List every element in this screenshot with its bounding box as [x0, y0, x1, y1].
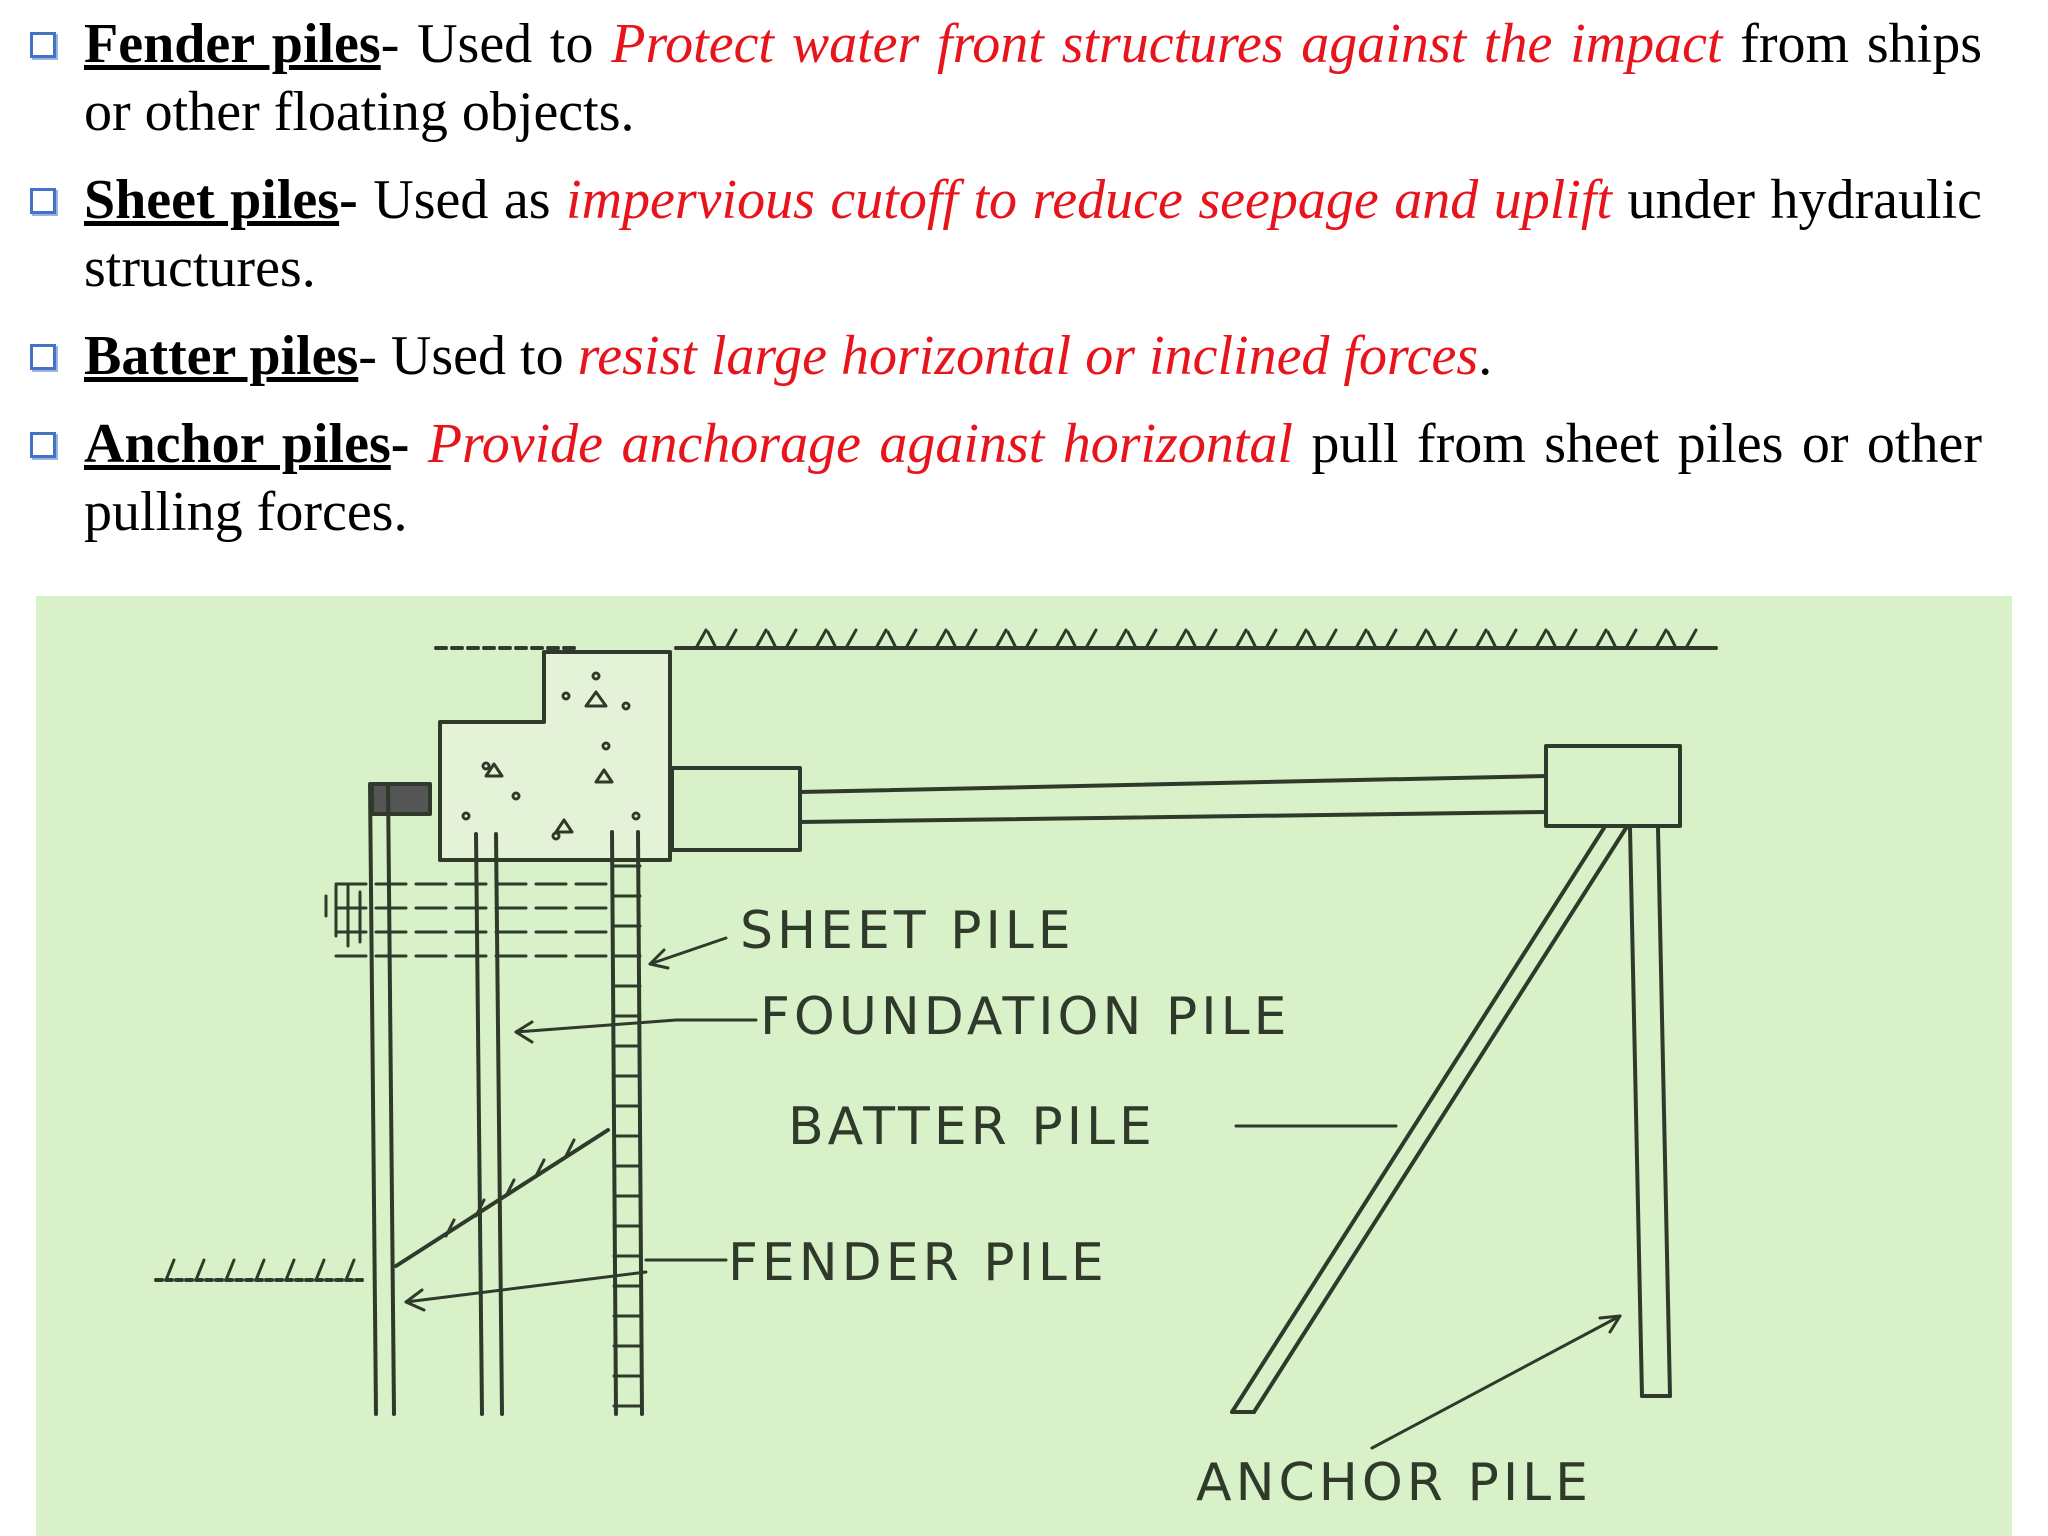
highlight-text: Provide anchorage against horizontal	[427, 413, 1293, 475]
anchor-pile-shape	[1628, 826, 1672, 1398]
bullet-batter-piles: Batter piles- Used to resist large horiz…	[22, 322, 1982, 390]
separator: -	[380, 13, 418, 75]
label-fender-pile: FENDER PILE	[728, 1233, 1108, 1293]
highlight-text: resist large horizontal or inclined forc…	[577, 325, 1479, 387]
checkbox-bullet-icon	[30, 432, 56, 458]
bullet-anchor-piles: Anchor piles- Provide anchorage against …	[22, 410, 1982, 546]
text-pre: Used as	[373, 169, 567, 231]
text-pre: Used to	[390, 325, 578, 387]
top-ground-surface	[434, 628, 1718, 650]
fender-pile-shape	[368, 782, 432, 1416]
term-anchor-piles: Anchor piles	[84, 413, 391, 475]
term-batter-piles: Batter piles	[84, 325, 359, 387]
tie-rod-anchor-block	[670, 766, 802, 852]
text-pre: Used to	[417, 13, 612, 75]
checkbox-bullet-icon	[30, 32, 56, 58]
bullet-list: Fender piles- Used to Protect water fron…	[22, 10, 1982, 566]
term-fender-piles: Fender piles	[84, 13, 381, 75]
water-surface	[324, 882, 608, 958]
sheet-pile-shape	[610, 830, 644, 1416]
highlight-text: Protect water front structures against t…	[611, 13, 1723, 75]
sloping-ground-line	[154, 1128, 610, 1282]
separator: -	[390, 413, 428, 475]
anchor-cap-block	[1544, 744, 1682, 828]
highlight-text: impervious cutoff to reduce seepage and …	[566, 169, 1612, 231]
foundation-pile-shape	[474, 832, 504, 1416]
separator: -	[358, 325, 391, 387]
checkbox-bullet-icon	[30, 344, 56, 370]
label-sheet-pile: SHEET PILE	[740, 901, 1075, 961]
diagram-drawing: SHEET PILE FOUNDATION PILE BATTER PILE F…	[154, 628, 1718, 1513]
text-post: under hydraulic structures.	[84, 169, 1982, 299]
text-post: from ships or other floating objects.	[84, 13, 1982, 143]
checkbox-bullet-icon	[30, 188, 56, 214]
pile-types-diagram: SHEET PILE FOUNDATION PILE BATTER PILE F…	[36, 596, 2012, 1536]
bullet-sheet-piles: Sheet piles- Used as impervious cutoff t…	[22, 166, 1982, 302]
label-leader-lines	[404, 936, 1622, 1450]
text-post: .	[1478, 325, 1493, 387]
batter-pile-shape	[1230, 826, 1628, 1414]
concrete-pile-cap	[438, 650, 672, 862]
label-anchor-pile: ANCHOR PILE	[1196, 1453, 1592, 1513]
label-batter-pile: BATTER PILE	[788, 1097, 1156, 1157]
label-foundation-pile: FOUNDATION PILE	[760, 987, 1290, 1047]
separator: -	[339, 169, 374, 231]
text-post: pull from sheet piles or other pulling f…	[84, 413, 1982, 543]
term-sheet-piles: Sheet piles	[84, 169, 340, 231]
bullet-fender-piles: Fender piles- Used to Protect water fron…	[22, 10, 1982, 146]
